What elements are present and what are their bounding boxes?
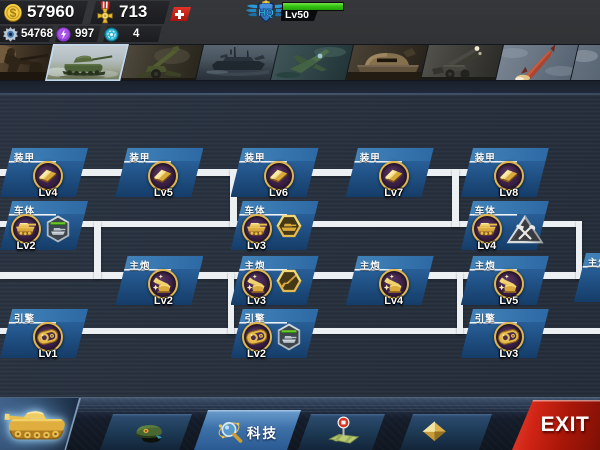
svg-text:$: $ (10, 6, 17, 20)
svg-text:HQ: HQ (258, 7, 274, 19)
